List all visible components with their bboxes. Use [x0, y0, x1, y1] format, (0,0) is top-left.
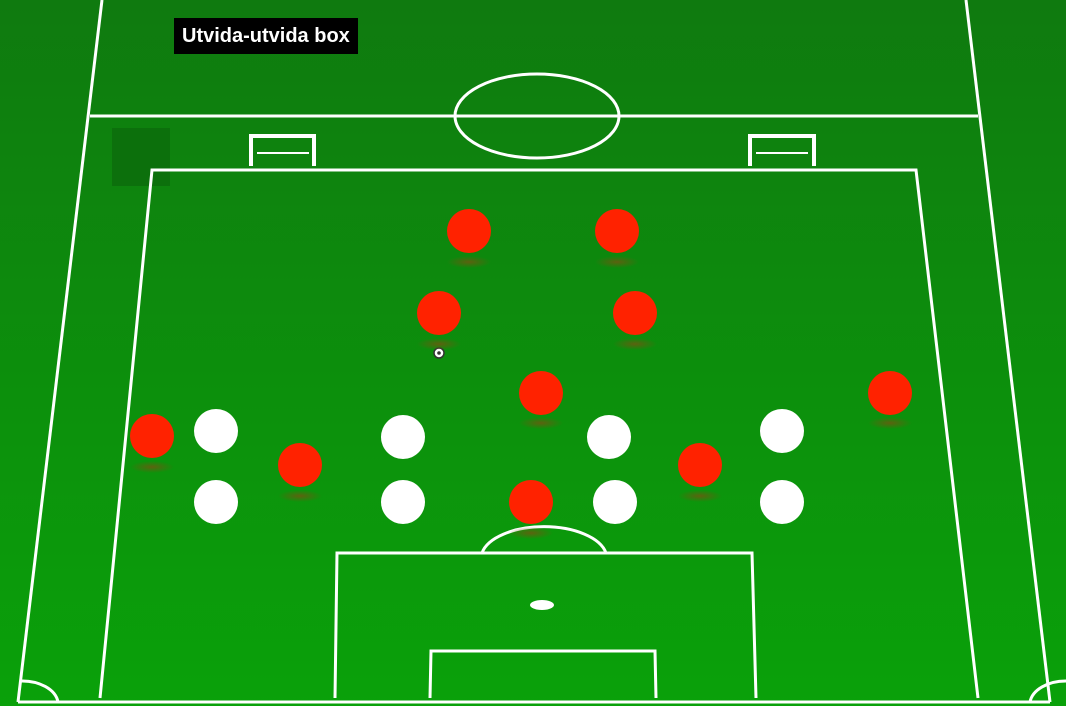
white-player: [194, 409, 238, 453]
red-player: [519, 371, 563, 429]
diagram-title: Utvida-utvida box: [174, 18, 358, 54]
white-player: [381, 480, 425, 524]
red-player: [417, 291, 461, 350]
white-player: [381, 415, 425, 459]
red-player: [130, 414, 174, 473]
red-player: [278, 443, 322, 502]
red-player: [678, 443, 722, 502]
red-player: [613, 291, 657, 350]
white-player: [587, 415, 631, 459]
red-player: [447, 209, 491, 268]
white-player: [593, 480, 637, 524]
dark-patch: [112, 128, 170, 186]
red-player: [595, 209, 639, 268]
white-player: [760, 409, 804, 453]
red-player: [509, 480, 553, 539]
red-player: [868, 371, 912, 429]
white-player: [760, 480, 804, 524]
white-player: [194, 480, 238, 524]
penalty-spot: [530, 600, 554, 610]
